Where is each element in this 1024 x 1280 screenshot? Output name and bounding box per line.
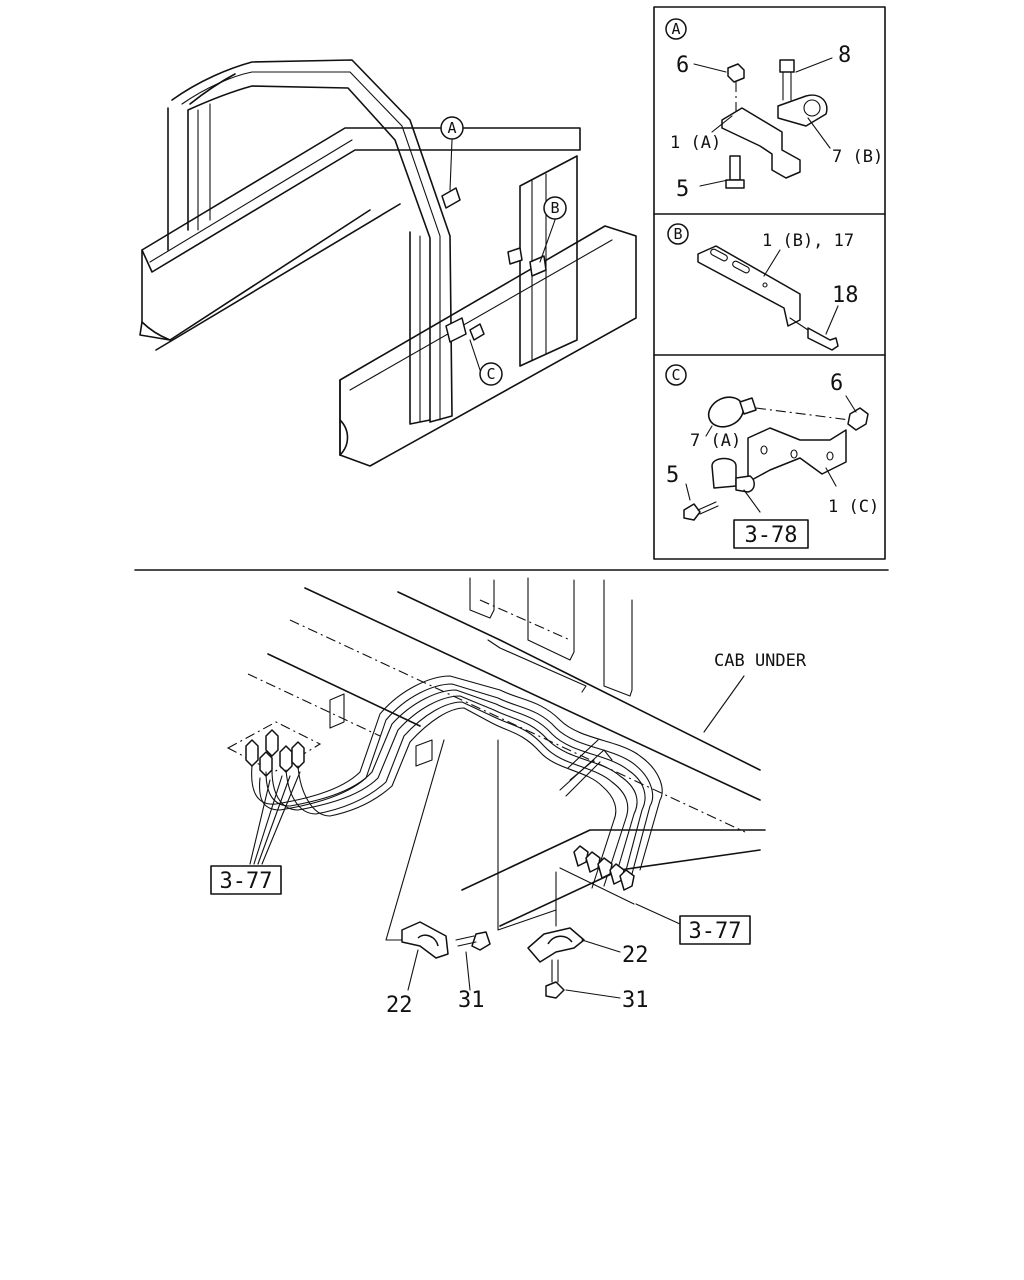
ref-3-77-left: 3-77 bbox=[220, 869, 273, 894]
part-22-left: 22 bbox=[386, 993, 413, 1018]
svg-text:6: 6 bbox=[676, 53, 689, 78]
svg-text:B: B bbox=[550, 199, 559, 217]
svg-text:A: A bbox=[447, 119, 456, 137]
svg-text:18: 18 bbox=[832, 283, 859, 308]
frame-assembly-illustration bbox=[139, 59, 637, 467]
ref-box-3-78 bbox=[733, 519, 809, 549]
svg-text:1 (A): 1 (A) bbox=[670, 133, 721, 153]
pipe-fittings-right bbox=[559, 845, 635, 905]
cab-under-label: CAB UNDER bbox=[714, 651, 807, 671]
svg-text:5: 5 bbox=[666, 463, 679, 488]
svg-text:C: C bbox=[671, 366, 680, 384]
detail-view-b: B 1 (B), 17 18 bbox=[667, 223, 859, 351]
svg-text:7 (B): 7 (B) bbox=[832, 147, 883, 167]
part-31-right: 31 bbox=[622, 988, 649, 1013]
detail-view-a: A 6 8 1 (A) 7 (B) 5 bbox=[665, 18, 883, 202]
svg-text:C: C bbox=[486, 365, 495, 383]
ref-box-3-77-left bbox=[210, 865, 282, 895]
view-a-callout bbox=[665, 18, 687, 40]
svg-text:5: 5 bbox=[676, 177, 689, 202]
pipe-fittings-left bbox=[245, 729, 305, 777]
ref-3-77-right: 3-77 bbox=[689, 919, 742, 944]
brake-pipe-bundle bbox=[251, 675, 663, 889]
svg-text:A: A bbox=[671, 20, 680, 38]
part-22-right: 22 bbox=[622, 943, 649, 968]
part-31-left: 31 bbox=[458, 988, 485, 1013]
svg-text:1 (C): 1 (C) bbox=[828, 497, 879, 517]
detail-view-c: C 6 7 (A) 1 (C) 5 3-78 bbox=[665, 364, 879, 549]
svg-text:8: 8 bbox=[838, 43, 851, 68]
detail-panel bbox=[653, 6, 886, 560]
view-b-callout bbox=[667, 223, 689, 245]
callout-c-frame: C bbox=[479, 362, 503, 386]
svg-text:7 (A): 7 (A) bbox=[690, 431, 741, 451]
svg-text:1 (B), 17: 1 (B), 17 bbox=[762, 231, 854, 251]
view-c-callout bbox=[665, 364, 687, 386]
svg-text:6: 6 bbox=[830, 371, 843, 396]
ref-box-3-77-right bbox=[679, 915, 751, 945]
svg-text:B: B bbox=[673, 225, 682, 243]
callout-a-frame: A bbox=[440, 116, 464, 140]
callout-b-frame: B bbox=[543, 196, 567, 220]
cab-under-illustration bbox=[226, 577, 766, 999]
ref-3-78: 3-78 bbox=[745, 523, 798, 548]
